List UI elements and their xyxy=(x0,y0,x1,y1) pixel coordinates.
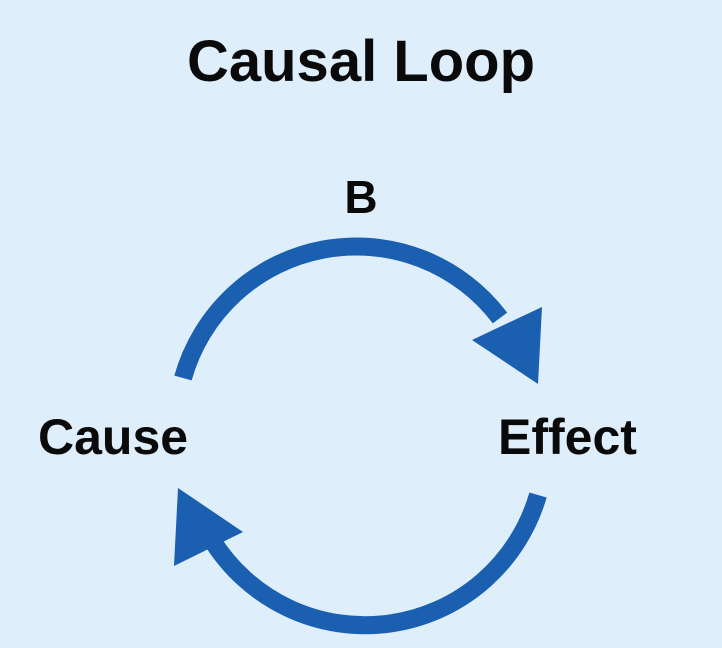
arrow-cause-to-effect xyxy=(174,237,542,384)
arrowhead-right-icon xyxy=(472,307,542,384)
node-cause: Cause xyxy=(38,409,189,465)
arc-top xyxy=(174,237,508,381)
arc-bottom xyxy=(204,492,547,635)
arrowhead-left-icon xyxy=(174,488,243,566)
loop-type-label: B xyxy=(344,171,378,223)
diagram-title: Causal Loop xyxy=(186,29,536,94)
node-effect: Effect xyxy=(498,409,637,465)
arrow-effect-to-cause xyxy=(174,488,547,635)
